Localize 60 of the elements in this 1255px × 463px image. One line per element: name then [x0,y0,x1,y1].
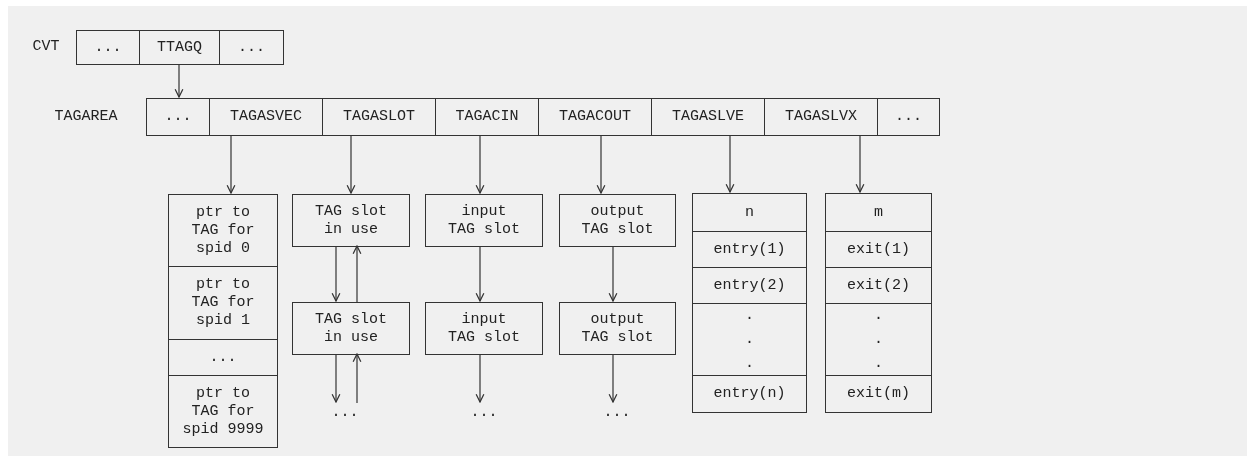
cell-text: TAGASLVX [785,108,857,126]
cell-text: ptr to TAG for spid 0 [190,203,256,258]
record-box [292,194,410,247]
arrow [608,354,618,403]
cell-text: ... [164,108,192,126]
cell-text: ... [94,38,122,57]
table-column [825,193,932,413]
arrow [331,354,341,403]
record-box [425,194,543,247]
record-box [292,302,410,355]
cell-text: TAGASVEC [230,108,302,126]
cell-text: TTAGQ [157,38,202,57]
cell-text: m [874,203,883,222]
cell-text: output TAG slot [580,202,655,239]
arrow [174,64,184,98]
cell-text: TAGACIN [455,108,519,126]
arrow [226,135,236,194]
row-label: CVT [31,37,61,58]
cell-text: ... [209,348,237,367]
table-column [692,193,807,413]
cell-text: TAGACOUT [559,108,631,126]
ellipsis-text: ... [323,403,367,423]
arrow [855,135,865,193]
cell-text: exit(1) [847,240,910,259]
ellipsis-text: ... [595,403,639,423]
cell-text: ... [895,108,922,126]
cell-text: entry(n) [713,385,786,403]
ellipsis-text: ... [462,403,506,423]
table-column [168,194,278,448]
arrow [475,135,485,194]
record-box [559,194,676,247]
cell-text: TAGASLOT [343,108,415,126]
cell-text: output TAG slot [580,310,655,347]
cell-text: input TAG slot [447,310,521,347]
cell-text: exit(2) [847,276,910,295]
arrow [475,246,485,302]
cell-text: exit(m) [847,385,910,403]
arrow [725,135,735,193]
arrow [331,246,341,302]
arrow [596,135,606,194]
arrow [346,135,356,194]
cell-text: TAG slot in use [314,310,388,347]
record-box [425,302,543,355]
cell-text: entry(2) [713,276,786,295]
arrow [352,245,362,303]
arrow [352,353,362,404]
vertical-ellipsis: . . . [874,305,883,374]
cell-text: input TAG slot [447,202,521,239]
cell-text: entry(1) [713,240,786,259]
cell-text: ... [238,38,265,57]
cell-text: ptr to TAG for spid 1 [190,276,256,330]
vertical-ellipsis: . . . [745,305,754,374]
record-box [559,302,676,355]
cell-text: TAGASLVE [672,108,744,126]
row-label: TAGAREA [53,106,119,127]
cell-text: TAG slot in use [314,202,388,239]
cell-text: n [745,203,754,222]
cell-text: ptr to TAG for spid 9999 [181,384,265,439]
arrow [608,246,618,302]
arrow [475,354,485,403]
